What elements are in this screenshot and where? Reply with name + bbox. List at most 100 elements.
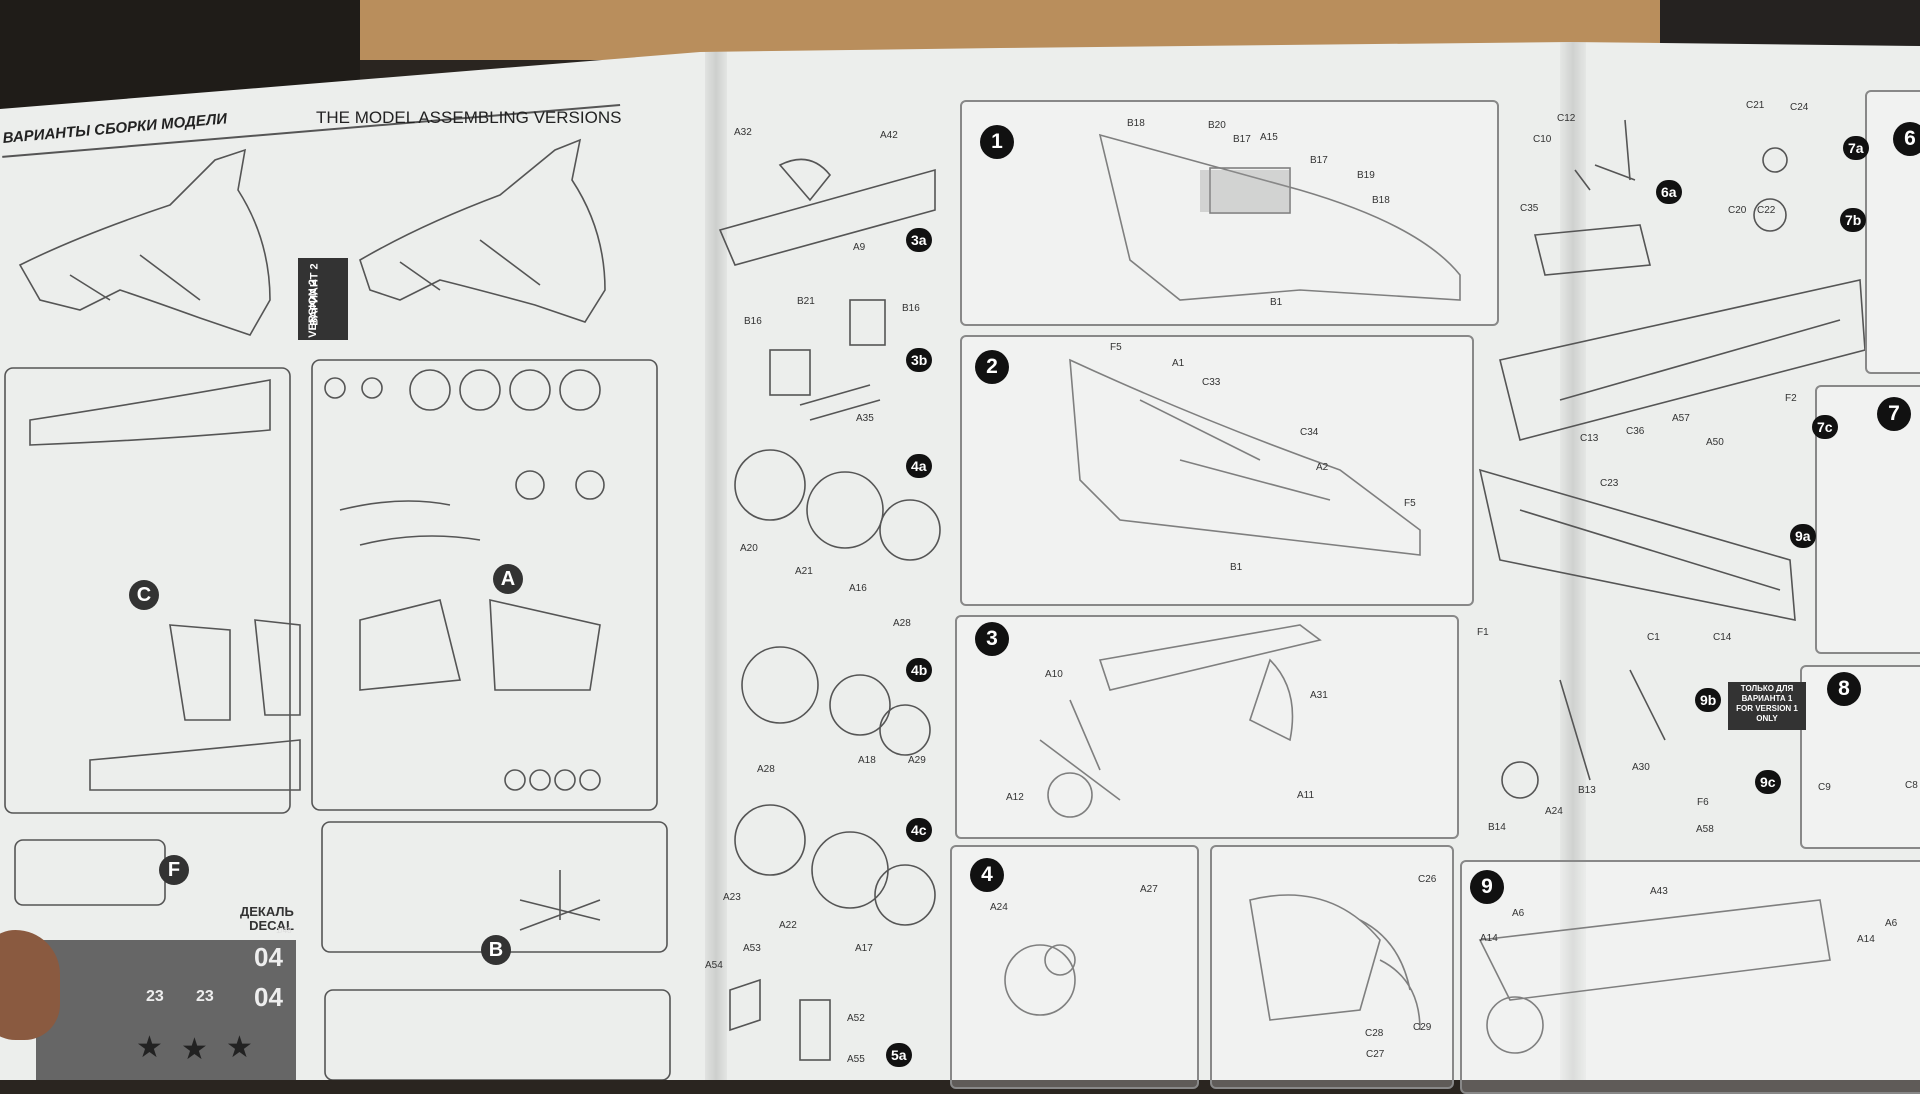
part-label: A22	[779, 920, 797, 931]
part-label: A16	[849, 583, 867, 594]
decal-scale: 1/48	[276, 926, 292, 935]
step-8-frame	[1800, 665, 1920, 849]
step-9-frame	[1460, 860, 1920, 1094]
substep-4c: 4c	[906, 818, 932, 842]
part-label: F2	[1785, 393, 1797, 404]
part-label: A24	[990, 902, 1008, 913]
part-label: A6	[1512, 908, 1525, 919]
step-2-number: 2	[975, 350, 1009, 384]
part-label: B13	[1578, 785, 1596, 796]
version1-only-note: ТОЛЬКО ДЛЯ ВАРИАНТА 1 FOR VERSION 1 ONLY	[1728, 682, 1806, 730]
step-4-frame-b	[1210, 845, 1454, 1089]
part-label: B1	[1270, 297, 1283, 308]
decal-label-en: DECAL	[249, 918, 294, 933]
part-label: B14	[1488, 822, 1506, 833]
substep-7b: 7b	[1840, 208, 1867, 232]
part-label: B21	[797, 296, 815, 307]
part-label: C33	[1202, 377, 1221, 388]
part-label: A18	[858, 755, 876, 766]
part-label: C34	[1300, 427, 1319, 438]
decal-star-icon: ★	[226, 1031, 253, 1064]
part-label: B16	[744, 316, 762, 327]
part-label: C27	[1366, 1049, 1385, 1060]
step-8-number: 8	[1827, 672, 1861, 706]
part-label: C22	[1757, 205, 1776, 216]
part-label: A52	[847, 1013, 865, 1024]
step-1-number: 1	[980, 125, 1014, 159]
part-label: A20	[740, 543, 758, 554]
decal-number-2: 04	[254, 982, 283, 1012]
part-label: B17	[1310, 155, 1328, 166]
part-label: A55	[847, 1054, 865, 1065]
part-label: A43	[1650, 886, 1668, 897]
part-label: C20	[1728, 205, 1747, 216]
part-label: C36	[1626, 426, 1645, 437]
substep-4b: 4b	[906, 658, 933, 682]
aircraft-version2	[359, 138, 606, 323]
part-label: A24	[1545, 806, 1563, 817]
substep-7a: 7a	[1843, 136, 1869, 160]
step-3-number: 3	[975, 622, 1009, 656]
substep-7c: 7c	[1812, 415, 1838, 439]
part-label: C12	[1557, 113, 1576, 124]
part-label: A21	[795, 566, 813, 577]
part-label: B20	[1208, 120, 1226, 131]
part-label: A53	[743, 943, 761, 954]
substep-3a: 3a	[906, 228, 932, 252]
finger	[0, 930, 60, 1040]
part-label: C9	[1818, 782, 1831, 793]
substep-3b: 3b	[906, 348, 933, 372]
part-label: A14	[1480, 933, 1498, 944]
part-label: C35	[1520, 203, 1539, 214]
part-label: A57	[1672, 413, 1690, 424]
part-label: A58	[1696, 824, 1714, 835]
part-label: A14	[1857, 934, 1875, 945]
substep-9b: 9b	[1695, 688, 1722, 712]
decal-number-1: 04	[254, 942, 283, 972]
part-label: A32	[734, 127, 752, 138]
part-label: C13	[1580, 433, 1599, 444]
sprue-c-letter: C	[129, 580, 159, 610]
substep-9c: 9c	[1755, 770, 1781, 794]
part-label: B1	[1230, 562, 1243, 573]
part-label: A31	[1310, 690, 1328, 701]
step-9-number: 9	[1470, 870, 1504, 904]
part-label: C14	[1713, 632, 1732, 643]
part-label: A28	[757, 764, 775, 775]
aircraft-version1	[18, 148, 271, 336]
part-label: A54	[705, 960, 723, 971]
header-english: THE MODEL ASSEMBLING VERSIONS	[316, 108, 622, 127]
decal-label: ДЕКАЛЬ DECAL	[240, 905, 294, 933]
part-label: C8	[1905, 780, 1918, 791]
part-label: F5	[1110, 342, 1122, 353]
decal-number-4: 23	[196, 988, 214, 1005]
part-label: A17	[855, 943, 873, 954]
part-label: B18	[1372, 195, 1390, 206]
part-label: A11	[1297, 790, 1315, 801]
version-2-tag: ВАРИАНТ 2 VERSION 2	[298, 258, 348, 340]
step-1-frame	[960, 100, 1499, 326]
part-label: A28	[893, 618, 911, 629]
part-label: A15	[1260, 132, 1278, 143]
part-label: A9	[853, 242, 866, 253]
part-label: A29	[908, 755, 926, 766]
step-4-number: 4	[970, 858, 1004, 892]
substep-9a: 9a	[1790, 524, 1816, 548]
substep-4a: 4a	[906, 454, 932, 478]
substep-5a: 5a	[886, 1043, 912, 1067]
part-label: F1	[1477, 627, 1489, 638]
part-label: C24	[1790, 102, 1809, 113]
step-3-frame	[955, 615, 1459, 839]
step-6-number: 6	[1893, 122, 1920, 156]
part-label: A27	[1140, 884, 1158, 895]
part-label: F6	[1697, 797, 1709, 808]
part-label: A23	[723, 892, 741, 903]
part-label: C29	[1413, 1022, 1432, 1033]
part-label: A50	[1706, 437, 1724, 448]
part-label: B17	[1233, 134, 1251, 145]
part-label: C28	[1365, 1028, 1384, 1039]
part-label: A10	[1045, 669, 1063, 680]
part-label: B18	[1127, 118, 1145, 129]
part-label: A35	[856, 413, 874, 424]
part-label: A6	[1885, 918, 1898, 929]
